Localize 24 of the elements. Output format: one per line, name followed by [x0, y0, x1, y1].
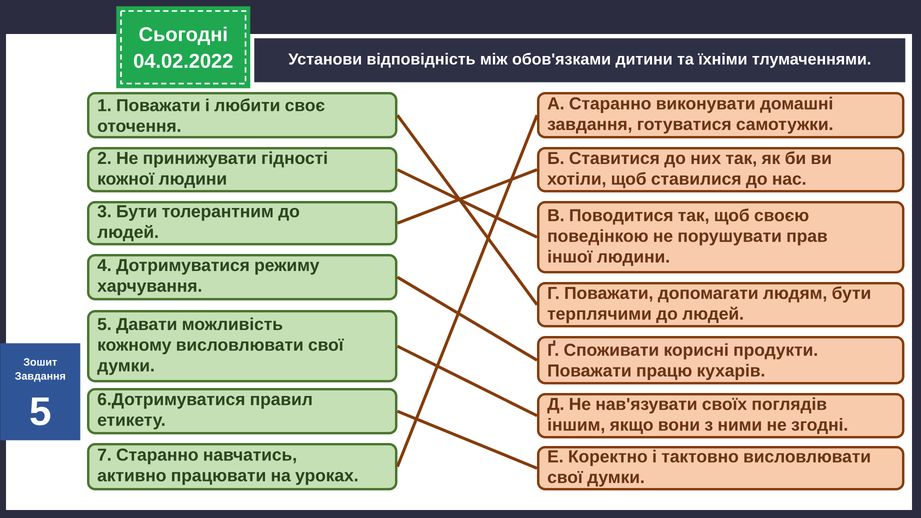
duty-box: 4. Дотримуватися режиму харчування. — [87, 254, 398, 300]
explanation-box: Е. Коректно і тактовно висловлювати свої думки. — [537, 446, 904, 490]
connector-line — [396, 168, 538, 225]
explanation-box: А. Старанно виконувати домашні завдання, готуватися самотужки. — [537, 92, 904, 138]
connector-line — [396, 114, 538, 306]
explanation-box: Д. Не нав'язувати своїх поглядів іншим, якщо вони з ними не згодні. — [537, 393, 904, 438]
explanation-box: Ґ. Споживати корисні продукти. Поважати працю кухарів. — [537, 336, 904, 384]
duty-box: 1. Поважати і любити своє оточення. — [87, 92, 398, 138]
explanation-box: Б. Ставитися до них так, як би ви хотіли, щоб ставилися до нас. — [537, 147, 904, 192]
duty-box: 2. Не принижувати гідності кожної людини — [87, 147, 398, 192]
duty-box: 6.Дотримуватися правил етикету. — [87, 388, 398, 434]
title-bar: Установи відповідність між обов'язками дитини та їхніми тлумаченнями. — [254, 38, 906, 82]
date-badge: Сьогодні 04.02.2022 — [116, 6, 250, 88]
task-tab: Зошит Завдання 5 — [0, 343, 80, 440]
duty-box: 5. Давати можливість кожному висловлювати свої думки. — [87, 310, 398, 382]
connector-line — [396, 168, 538, 239]
connector-line — [396, 114, 538, 468]
duty-box: 3. Бути толерантним до людей. — [87, 201, 398, 246]
explanation-box: В. Поводитися так, щоб своєю поведінкою не порушувати прав іншої людини. — [537, 201, 904, 274]
connector-line — [396, 344, 538, 418]
connector-line — [396, 410, 538, 470]
explanation-box: Г. Поважати, допомагати людям, бути терплячими до людей. — [537, 282, 904, 328]
connector-line — [396, 276, 538, 362]
duty-box: 7. Старанно навчатись, активно працювати на уроках. — [87, 443, 398, 490]
